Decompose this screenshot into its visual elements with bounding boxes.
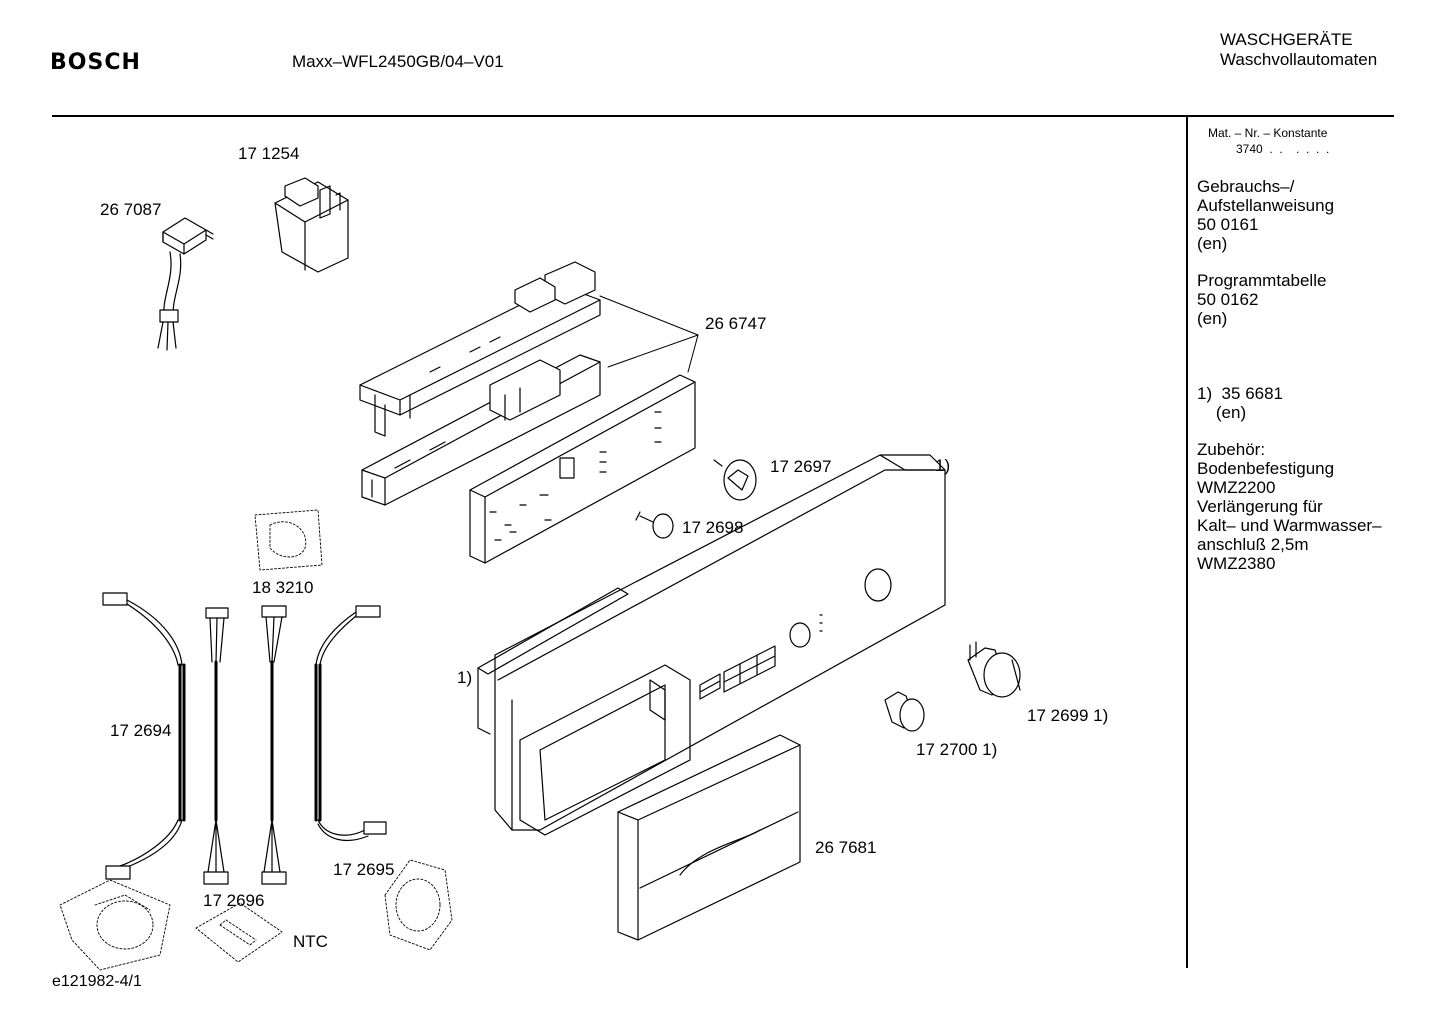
ntc-sensor-part[interactable] — [195, 902, 283, 963]
part-label-172699: 17 2699 1) — [1027, 706, 1109, 725]
module-housing-lower[interactable] — [361, 354, 601, 506]
knob-holder-part[interactable] — [713, 459, 757, 501]
footnote-block: 1) 35 6681 (en) — [1197, 384, 1283, 422]
circuit-board-part[interactable] — [469, 374, 696, 564]
mat-nr-label: Mat. – Nr. – Konstante — [1208, 126, 1328, 140]
pump-part-dotted[interactable] — [59, 879, 171, 971]
header-rule — [52, 115, 1394, 117]
wiring-harness-center-right[interactable] — [261, 605, 287, 885]
drawing-id: e121982-4/1 — [52, 973, 142, 990]
sidebar-line: (en) — [1197, 234, 1228, 253]
wiring-harness-right[interactable] — [314, 605, 387, 841]
model-number: Maxx–WFL2450GB/04–V01 — [292, 52, 504, 71]
sidebar-line: Programmtabelle — [1197, 271, 1327, 290]
sensor-part-dotted[interactable] — [254, 509, 323, 571]
part-label-ntc: NTC — [293, 932, 328, 951]
sidebar-line: 50 0161 — [1197, 215, 1259, 234]
sidebar-line: (en) — [1197, 309, 1228, 328]
mains-cable-part[interactable] — [157, 217, 214, 351]
sidebar-line: WMZ2200 — [1197, 478, 1276, 497]
front-panel-part[interactable] — [494, 454, 946, 836]
panel-seal-part[interactable] — [477, 587, 629, 735]
footnote-marker-panel: 1) — [935, 456, 951, 475]
drawer-cover-part[interactable] — [617, 734, 801, 941]
sidebar-line: 1) 35 6681 — [1197, 384, 1284, 403]
category-subtitle: Waschvollautomaten — [1220, 50, 1378, 69]
wiring-harness-left[interactable] — [102, 592, 186, 880]
part-label-266747: 26 6747 — [705, 314, 767, 333]
brand-logo: BOSCH — [50, 50, 141, 75]
sidebar-line: Bodenbefestigung — [1197, 459, 1335, 478]
part-label-172700: 17 2700 1) — [916, 740, 998, 759]
leader-line — [599, 295, 699, 373]
knob-shaft-part[interactable] — [635, 511, 674, 539]
sidebar-line: (en) — [1197, 403, 1247, 422]
suppressor-part[interactable] — [274, 177, 349, 273]
wiring-harness-center-left[interactable] — [203, 607, 229, 885]
accessories-block: Zubehör: Bodenbefestigung WMZ2200 Verlän… — [1197, 440, 1382, 573]
part-label-267681: 26 7681 — [815, 838, 877, 857]
footnote-marker-seal: 1) — [457, 668, 473, 687]
program-table-block: Programmtabelle 50 0162 (en) — [1197, 271, 1326, 328]
sidebar-line: Kalt– und Warmwasser– — [1197, 516, 1382, 535]
heater-part-dotted[interactable] — [384, 859, 453, 951]
part-label-172695: 17 2695 — [333, 860, 395, 879]
sidebar-line: Zubehör: — [1197, 440, 1266, 459]
sidebar-line: Gebrauchs–/ — [1197, 177, 1295, 196]
program-knob-part[interactable] — [967, 641, 1021, 698]
part-label-171254: 17 1254 — [238, 144, 300, 163]
sidebar-divider — [1186, 116, 1188, 968]
part-label-172697: 17 2697 — [770, 457, 832, 476]
sidebar-line: Verlängerung für — [1197, 497, 1323, 516]
sidebar-line: 50 0162 — [1197, 290, 1259, 309]
sidebar-line: Aufstellanweisung — [1197, 196, 1335, 215]
selector-knob-part[interactable] — [884, 691, 925, 732]
part-label-172698: 17 2698 — [682, 518, 744, 537]
manual-block: Gebrauchs–/ Aufstellanweisung 50 0161 (e… — [1197, 177, 1334, 253]
sidebar-line: anschluß 2,5m — [1197, 535, 1309, 554]
category-title: WASCHGERÄTE — [1220, 30, 1353, 49]
mat-nr-value: 3740 . . . . . . — [1236, 142, 1330, 156]
part-label-267087: 26 7087 — [100, 200, 162, 219]
part-label-183210: 18 3210 — [252, 578, 314, 597]
module-housing-upper[interactable] — [359, 261, 601, 437]
sidebar-line: WMZ2380 — [1197, 554, 1276, 573]
part-label-172694: 17 2694 — [110, 721, 172, 740]
part-label-172696: 17 2696 — [203, 891, 265, 910]
